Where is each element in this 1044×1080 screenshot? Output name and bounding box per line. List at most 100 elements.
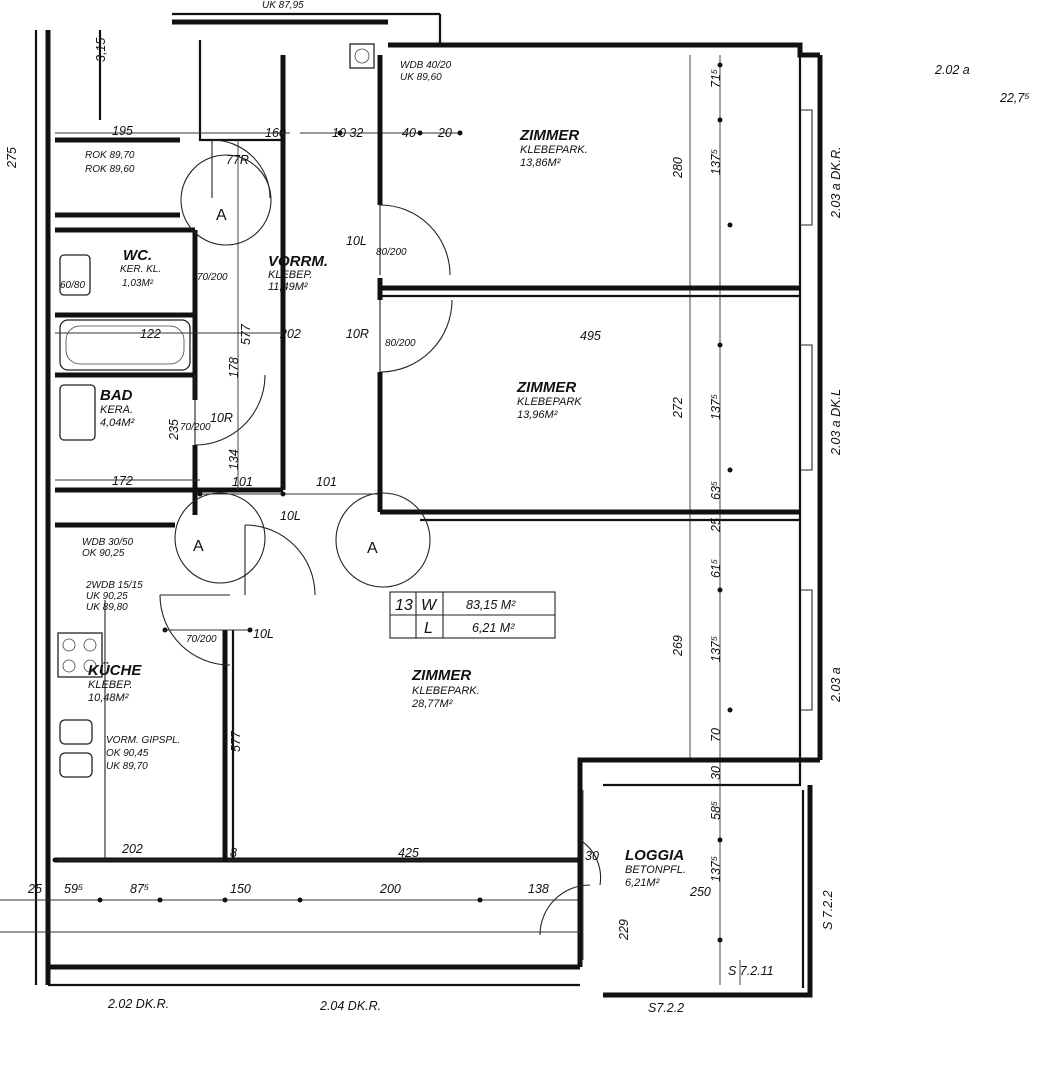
window-label-8: S 7.2.11 — [728, 964, 774, 978]
note-vorm-gips: VORM. GIPSPL. — [106, 735, 180, 746]
dim-225: 22,7⁵ — [999, 91, 1030, 105]
room-bad: BAD KERA. 4,04M² — [100, 387, 135, 429]
door-label-10l-b: 10L — [280, 509, 301, 523]
dim-425: 425 — [398, 846, 419, 860]
room-area: 28,77M² — [411, 698, 453, 710]
door-swing-4 — [194, 374, 266, 446]
room-area: 1,03M² — [122, 278, 154, 289]
room-floor: KERA. — [100, 404, 133, 416]
window-label-9: S7.2.2 — [648, 1001, 684, 1015]
room-area: 11,49M² — [268, 281, 308, 293]
dim-235: 235 — [167, 419, 181, 441]
dim-30b: 30 — [585, 849, 599, 863]
note-uk-top: UK 89,60 — [400, 72, 442, 83]
door-label-10r-b: 10R — [210, 411, 233, 425]
dim-8: 8 — [230, 846, 237, 860]
window-label-2: 2.03 a DK.L — [829, 389, 843, 456]
row-value-l: 6,21 M² — [472, 621, 515, 635]
row-code-w: W — [421, 597, 438, 614]
doors — [159, 139, 602, 936]
door-label-10r-a: 10R — [346, 327, 369, 341]
room-floor: KLEBEPARK. — [520, 144, 588, 156]
room-zimmer-3: ZIMMER KLEBEPARK. 28,77M² — [411, 667, 480, 710]
dim-1375-d: 137⁵ — [709, 856, 723, 882]
room-loggia: LOGGIA BETONPFL. 6,21M² — [625, 847, 686, 889]
row-value-w: 83,15 M² — [466, 598, 516, 612]
dim-20: 20 — [437, 126, 452, 140]
room-name: WC. — [123, 247, 152, 264]
dim-134: 134 — [227, 449, 241, 470]
window-label-1: 2.03 a DK.R. — [829, 146, 843, 219]
dim-585: 58⁵ — [709, 801, 723, 820]
door-label-a1: A — [216, 207, 227, 224]
note-uk-kitchen1: UK 90,25 — [86, 591, 128, 602]
note-wd-top: WDB 40/20 — [400, 60, 452, 71]
wall-notes: WDB 40/20 UK 89,60 UK 87,95 ROK 89,70 RO… — [60, 0, 452, 772]
dim-275: 275 — [5, 147, 19, 169]
dim-577a: 577 — [239, 323, 253, 345]
dim-101b: 101 — [316, 475, 337, 489]
window-label-7: S 7.2.2 — [821, 890, 835, 930]
door-swing-5 — [244, 524, 316, 596]
room-floor: KLEBEP. — [88, 679, 132, 691]
room-area: 13,86M² — [520, 157, 561, 169]
dim-172: 172 — [112, 474, 133, 488]
dim-595: 59⁵ — [64, 882, 83, 896]
dim-178: 178 — [227, 357, 241, 378]
dim-635: 63⁵ — [709, 481, 723, 500]
note-rok: ROK 89,70 — [85, 150, 135, 161]
door-label-10l-c: 10L — [253, 627, 274, 641]
dim-80-200b: 80/200 — [385, 338, 416, 349]
dim-1375-c: 137⁵ — [709, 636, 723, 662]
summary-table-text: 13 W 83,15 M² L 6,21 M² — [395, 597, 516, 637]
room-name: ZIMMER — [516, 379, 576, 396]
dim-875: 87⁵ — [130, 882, 149, 896]
room-name: ZIMMER — [519, 127, 579, 144]
note-wc-dims: 60/80 — [60, 280, 85, 291]
note-uk-topleft: UK 87,95 — [262, 0, 304, 11]
dim-70-200b: 70/200 — [186, 634, 217, 645]
room-name: LOGGIA — [625, 847, 684, 864]
fixtures — [57, 43, 375, 860]
room-name: ZIMMER — [411, 667, 471, 684]
dim-25b: 25 — [709, 518, 723, 533]
door-swing-8 — [579, 839, 602, 886]
dim-1375-b: 137⁵ — [709, 394, 723, 420]
dim-315: 3,15 — [94, 38, 108, 62]
door-label-10l-a: 10L — [346, 234, 367, 248]
room-wc: WC. KER. KL. 1,03M² — [120, 247, 161, 289]
dim-70-200a: 70/200 — [180, 422, 211, 433]
note-ok-gips: OK 90,45 — [106, 748, 149, 759]
room-kueche: KÜCHE KLEBEP. 10,48M² — [88, 662, 142, 704]
dim-195: 195 — [112, 124, 133, 138]
dim-200: 200 — [379, 882, 401, 896]
dim-615: 61⁵ — [709, 559, 723, 578]
room-floor: KLEBEPARK. — [412, 685, 480, 697]
dim-269: 269 — [671, 635, 685, 657]
note-ok-mid: OK 90,25 — [82, 548, 125, 559]
dim-229: 229 — [617, 919, 631, 941]
dim-250: 250 — [689, 885, 711, 899]
unit-number: 13 — [395, 597, 413, 614]
dim-101a: 101 — [232, 475, 253, 489]
note-wd-kitchen: 2WDB 15/15 — [85, 580, 143, 591]
room-name: VORRM. — [268, 253, 328, 270]
dimension-texts: 495 425 202 202 200 172 122 101 101 138 … — [5, 38, 1030, 941]
room-vorraum: VORRM. KLEBEP. 11,49M² — [268, 253, 328, 293]
room-name: BAD — [100, 387, 133, 404]
room-area: 6,21M² — [625, 877, 660, 889]
dim-1375-a: 137⁵ — [709, 149, 723, 175]
room-zimmer-2: ZIMMER KLEBEPARK 13,96M² — [516, 379, 582, 421]
door-label-a3: A — [367, 540, 378, 557]
door-labels: 77R 10L 10R 10R 10L 10L A A A — [193, 153, 378, 641]
dim-577b: 577 — [229, 730, 243, 752]
note-uk-gips: UK 89,70 — [106, 761, 148, 772]
dim-40: 40 — [402, 126, 416, 140]
door-swing-2 — [379, 204, 451, 276]
window-label-5: 2.02 DK.R. — [107, 997, 169, 1011]
row-code-l: L — [424, 620, 433, 637]
dim-122: 122 — [140, 327, 161, 341]
dim-80-200a: 80/200 — [376, 247, 407, 258]
room-area: 13,96M² — [517, 409, 558, 421]
